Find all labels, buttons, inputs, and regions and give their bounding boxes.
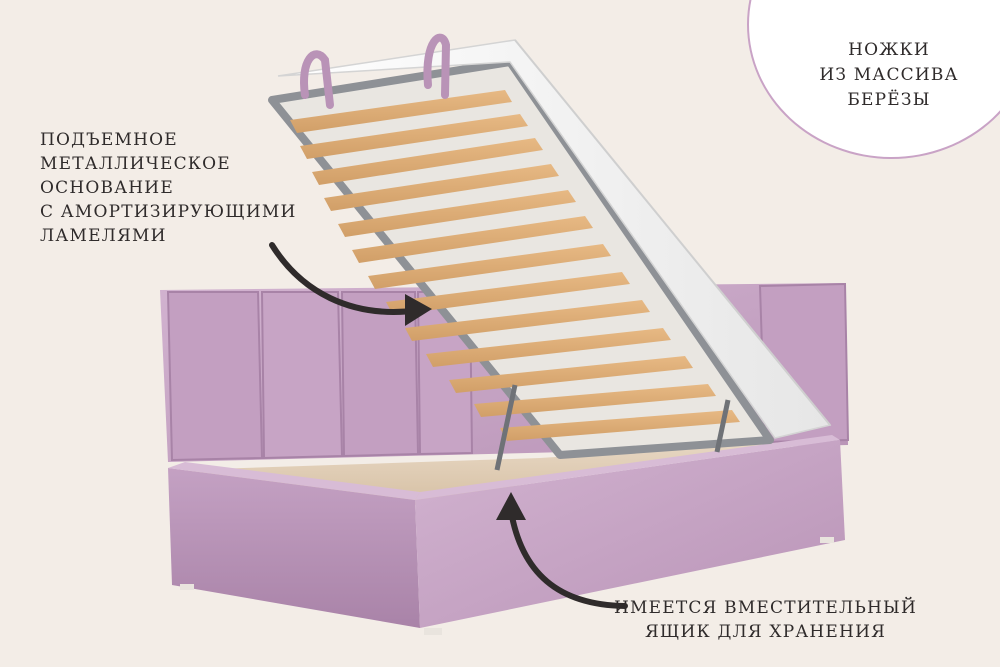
caption-line: ИМЕЕТСЯ ВМЕСТИТЕЛЬНЫЙ — [614, 598, 917, 618]
badge-line: НОЖКИ — [848, 40, 930, 60]
headboard-panel — [340, 291, 420, 458]
caption-line: ПОДЪЕМНОЕ — [40, 130, 178, 150]
lift-base-caption: ПОДЪЕМНОЕ МЕТАЛЛИЧЕСКОЕ ОСНОВАНИЕ С АМОР… — [40, 128, 297, 248]
bed-leg — [424, 628, 442, 635]
badge-line: ИЗ МАССИВА — [819, 65, 959, 85]
bed-leg — [820, 537, 834, 543]
headboard-panel — [166, 291, 264, 462]
legs-badge-text: НОЖКИ ИЗ МАССИВА БЕРЁЗЫ — [796, 38, 982, 113]
caption-line: ОСНОВАНИЕ — [40, 178, 174, 198]
slats — [290, 90, 740, 441]
curved-arrow-icon — [269, 242, 432, 326]
mattress-strap — [300, 50, 334, 109]
gas-lift — [494, 384, 518, 471]
caption-line: ЛАМЕЛЯМИ — [40, 226, 167, 246]
headboard-panel — [260, 291, 344, 460]
gas-lift — [714, 399, 731, 453]
caption-line: МЕТАЛЛИЧЕСКОЕ — [40, 154, 231, 174]
mattress-strap — [423, 33, 451, 99]
caption-line: С АМОРТИЗИРУЮЩИМИ — [40, 202, 297, 222]
storage-caption: ИМЕЕТСЯ ВМЕСТИТЕЛЬНЫЙ ЯЩИК ДЛЯ ХРАНЕНИЯ — [614, 596, 917, 644]
bed-base — [168, 435, 845, 635]
caption-line: ЯЩИК ДЛЯ ХРАНЕНИЯ — [644, 622, 887, 642]
bed-leg — [180, 584, 194, 590]
mattress — [277, 33, 832, 439]
badge-line: БЕРЁЗЫ — [847, 90, 931, 110]
curved-arrow-icon — [496, 492, 628, 609]
